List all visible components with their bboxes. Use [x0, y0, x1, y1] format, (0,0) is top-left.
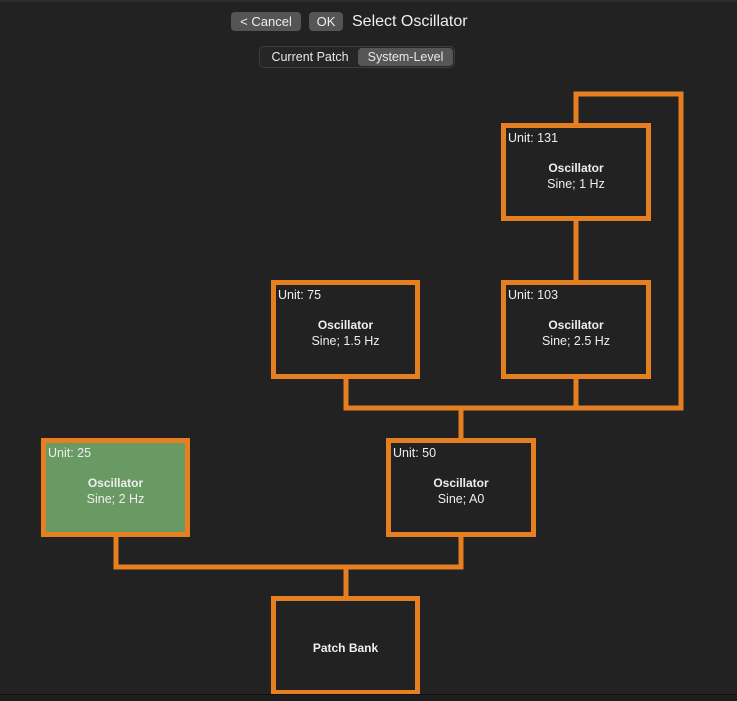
unit-label: Unit: 131	[508, 131, 559, 145]
node-params: Sine; 1.5 Hz	[311, 334, 380, 348]
node-type: Patch Bank	[312, 641, 379, 655]
node-unit-50[interactable]: Unit: 50 Oscillator Sine; A0	[386, 438, 536, 537]
header-bar: < Cancel OK Select Oscillator	[0, 11, 737, 33]
node-type: Oscillator	[433, 476, 489, 490]
node-patch-bank[interactable]: Patch Bank	[271, 596, 420, 695]
page-title: Select Oscillator	[352, 13, 468, 30]
node-type: Oscillator	[87, 476, 144, 490]
unit-label: Unit: 50	[393, 446, 437, 460]
wire-u131-loop	[573, 91, 684, 411]
node-unit-75[interactable]: Unit: 75 Oscillator Sine; 1.5 Hz	[271, 280, 420, 379]
node-unit-103[interactable]: Unit: 103 Oscillator Sine; 2.5 Hz	[501, 280, 651, 379]
wire-u75-bus	[343, 376, 579, 411]
ok-button[interactable]: OK	[309, 12, 343, 31]
node-type: Oscillator	[317, 318, 374, 332]
unit-label: Unit: 25	[48, 446, 92, 460]
node-params: Sine; 2 Hz	[86, 492, 145, 506]
scope-segmented-control: Current Patch System-Level	[259, 46, 455, 68]
tab-current-patch[interactable]: Current Patch	[271, 50, 349, 64]
unit-label: Unit: 75	[278, 288, 322, 302]
tab-system-level[interactable]: System-Level	[358, 48, 453, 66]
node-params: Sine; 2.5 Hz	[541, 334, 611, 348]
node-unit-131[interactable]: Unit: 131 Oscillator Sine; 1 Hz	[501, 123, 651, 221]
window-bottom-border	[0, 694, 737, 701]
node-unit-25[interactable]: Unit: 25 Oscillator Sine; 2 Hz	[41, 438, 190, 537]
node-params: Sine; A0	[437, 492, 485, 506]
cancel-button[interactable]: < Cancel	[231, 12, 301, 31]
window-top-border	[0, 0, 737, 2]
wire-u25-bus	[113, 534, 464, 570]
node-type: Oscillator	[548, 318, 604, 332]
unit-label: Unit: 103	[508, 288, 559, 302]
node-params: Sine; 1 Hz	[547, 177, 605, 191]
node-type: Oscillator	[548, 161, 604, 175]
